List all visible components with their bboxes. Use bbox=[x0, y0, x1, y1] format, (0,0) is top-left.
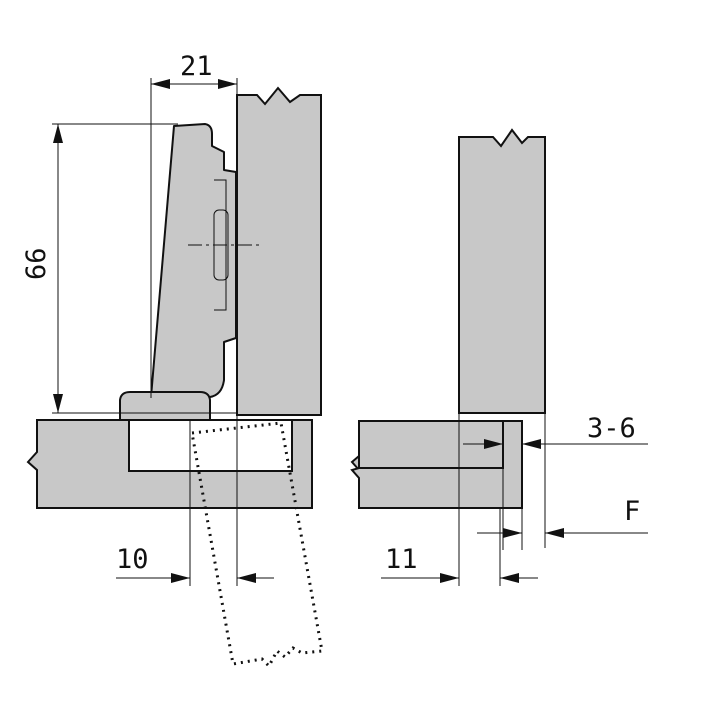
dim-21-label: 21 bbox=[180, 51, 213, 82]
dim-f-label: F bbox=[624, 496, 640, 527]
dim-f-arrow-right bbox=[545, 528, 564, 538]
dim-3-6-arrow-right bbox=[522, 439, 541, 449]
dim-f-arrow-left bbox=[503, 528, 522, 538]
dim-66-label: 66 bbox=[21, 247, 52, 280]
hinge-cup bbox=[119, 391, 211, 421]
dim-3-6-label: 3-6 bbox=[587, 413, 636, 444]
dim-11-arrow-left bbox=[440, 573, 459, 583]
hinge-arm bbox=[150, 123, 237, 398]
dim-10-arrow-right bbox=[237, 573, 256, 583]
dim-66-arrow-bottom bbox=[53, 394, 63, 413]
door-panel-right bbox=[350, 420, 504, 473]
dim-10-arrow-left bbox=[171, 573, 190, 583]
dim-21-arrow-left bbox=[151, 79, 170, 89]
dim-66-arrow-top bbox=[53, 124, 63, 143]
cabinet-side-panel-right bbox=[458, 128, 546, 414]
cabinet-side-panel-left bbox=[236, 86, 322, 416]
dim-11-label: 11 bbox=[385, 544, 418, 575]
dim-11-arrow-right bbox=[500, 573, 519, 583]
dim-3-6-arrow-left bbox=[484, 439, 503, 449]
dim-10-label: 10 bbox=[116, 544, 149, 575]
hinge-cup-bore bbox=[128, 419, 293, 472]
dim-21-arrow-right bbox=[218, 79, 237, 89]
